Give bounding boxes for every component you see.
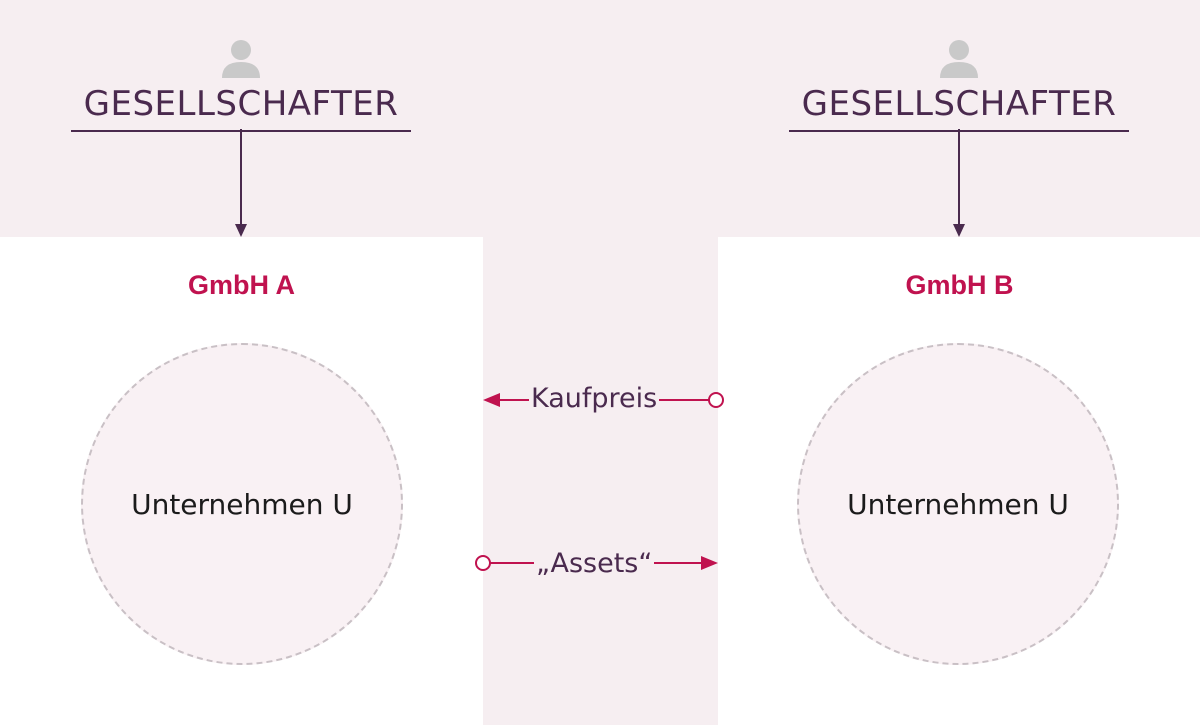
person-icon — [940, 40, 978, 78]
assets-flow-origin — [475, 555, 491, 571]
unternehmen-b-label: Unternehmen U — [847, 487, 1069, 521]
price-flow-arrowhead — [483, 393, 500, 407]
shareholder-a-label: GESELLSCHAFTER — [83, 84, 399, 124]
shareholder-b-arrowhead — [953, 224, 965, 237]
gmbh-b-title: GmbH B — [905, 270, 1014, 300]
shareholder-b-label: GESELLSCHAFTER — [801, 84, 1117, 124]
person-icon — [222, 40, 260, 78]
price-flow-origin — [708, 392, 724, 408]
shareholder-b: GESELLSCHAFTER — [789, 38, 1129, 132]
unternehmen-b-circle: Unternehmen U — [797, 343, 1119, 665]
price-flow-label: Kaufpreis — [529, 383, 660, 415]
shareholder-a-arrowhead — [235, 224, 247, 237]
assets-flow-arrowhead — [701, 556, 718, 570]
assets-flow-label: „Assets“ — [534, 548, 655, 580]
unternehmen-a-label: Unternehmen U — [131, 487, 353, 521]
gmbh-a-title: GmbH A — [188, 270, 295, 300]
unternehmen-a-circle: Unternehmen U — [81, 343, 403, 665]
